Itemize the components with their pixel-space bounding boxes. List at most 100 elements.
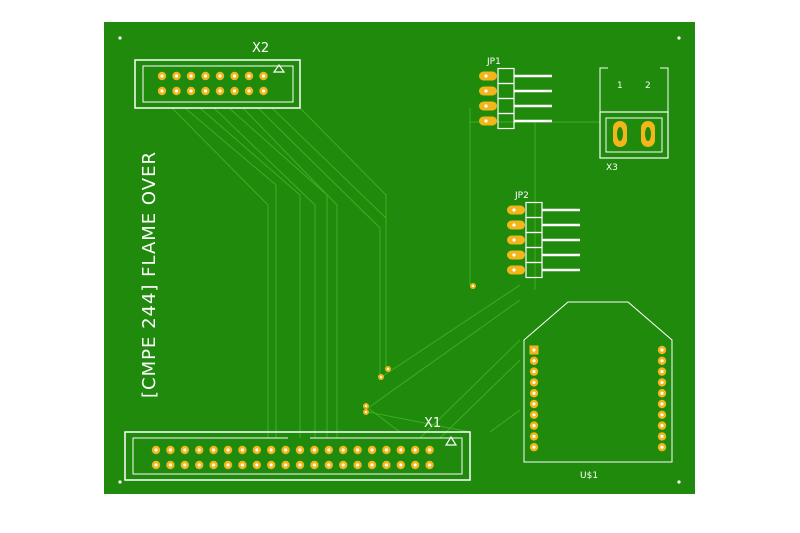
connector-x1-pad (382, 445, 391, 455)
header-jp2-pin (507, 261, 580, 279)
connector-x1-pad (252, 445, 261, 455)
header-jp2-pins (507, 201, 580, 279)
connector-x1-pad (295, 460, 305, 470)
connector-x1-pad (180, 445, 189, 455)
connector-x2-label: X2 (252, 41, 269, 56)
terminal-x3-label: X3 (606, 163, 618, 173)
connector-x1-pad (281, 445, 290, 455)
connector-x2-pad (215, 86, 225, 96)
connector-x1-pad (310, 445, 319, 455)
connector-x2-pad (230, 86, 239, 96)
terminal-x3-pin1-label: 1 (617, 81, 623, 91)
connector-x1-pin1-marker (444, 435, 458, 446)
terminal-x3-drill-2 (645, 127, 651, 141)
connector-x2-pad (201, 71, 210, 81)
header-jp1-pin (479, 112, 552, 130)
mounting-hole-bottom-left (118, 480, 122, 484)
module-u1-pad-right (657, 421, 667, 430)
module-u1-pad-left (529, 432, 539, 441)
connector-x1-pad (295, 445, 305, 455)
terminal-x3-body (599, 111, 669, 159)
module-u1-pad-left (529, 399, 539, 409)
connector-x2-pad (259, 86, 268, 96)
connector-x2: X2 (134, 41, 301, 109)
mounting-hole-bottom-right (677, 480, 681, 484)
connector-x1-pad (353, 445, 362, 455)
copper-traces (171, 107, 600, 439)
connector-x1-pad (396, 445, 405, 455)
module-u1-pad-left (529, 367, 539, 376)
connector-x2-pad (157, 71, 167, 81)
connector-x2-pad (172, 71, 181, 81)
connector-x1-pad (195, 460, 204, 470)
connector-x1-pad (396, 460, 405, 470)
connector-x2-outline (134, 59, 301, 109)
connector-x2-pad (172, 86, 181, 96)
connector-x1-pad (425, 445, 434, 455)
connector-x1-pad (151, 460, 161, 470)
mounting-hole-top-left (118, 36, 122, 40)
connector-x1-pad (238, 445, 247, 455)
connector-x1-pad (425, 460, 434, 470)
header-jp2-pin (507, 246, 580, 264)
connector-x2-inner-outline (142, 65, 294, 103)
module-u1-pad-right (657, 356, 667, 365)
connector-x1-pad (324, 460, 333, 470)
connector-x2-pad (186, 71, 196, 81)
connector-x1: X1 (124, 416, 471, 481)
connector-x2-pad (244, 71, 254, 81)
header-jp2-label: JP2 (514, 191, 529, 201)
module-u1-pad-left (529, 421, 539, 430)
terminal-x3-outline (599, 67, 608, 112)
connector-x1-pad (281, 460, 290, 470)
module-u1: U$1 (523, 301, 673, 481)
connector-x1-pad (180, 460, 189, 470)
connector-x1-pad (411, 445, 420, 455)
connector-x2-pad (201, 86, 210, 96)
header-jp2: JP2 (507, 191, 580, 279)
module-u1-pad-right (657, 378, 667, 387)
connector-x1-pad (324, 445, 333, 455)
connector-x1-pad (267, 445, 276, 455)
connector-x1-pad (238, 460, 247, 470)
module-u1-outline (523, 301, 673, 463)
module-u1-pad-left (529, 389, 539, 398)
board-substrate (104, 22, 695, 494)
connector-x2-pad (186, 86, 196, 96)
connector-x1-pad (367, 445, 377, 455)
via (363, 409, 369, 415)
connector-x1-pins (151, 445, 434, 470)
terminal-x3-drill-1 (617, 127, 623, 141)
connector-x2-pad (230, 71, 239, 81)
module-u1-pad-right (657, 345, 667, 355)
connector-x1-pad (382, 460, 391, 470)
connector-x1-outline (124, 431, 471, 481)
connector-x1-inner-outline (132, 437, 463, 475)
connector-x1-pad (310, 460, 319, 470)
connector-x1-pad (223, 460, 233, 470)
module-u1-label: U$1 (580, 471, 598, 481)
module-u1-pad-left (529, 410, 539, 419)
connector-x1-pad (223, 445, 233, 455)
connector-x1-pad (209, 445, 218, 455)
module-u1-pad-left (529, 378, 539, 387)
terminal-x3-pin2-label: 2 (645, 81, 651, 91)
connector-x1-pad (209, 460, 218, 470)
header-jp1: JP1 (479, 57, 552, 130)
module-u1-pad-right (657, 443, 667, 452)
module-u1-pins (529, 345, 667, 452)
header-jp1-pin (479, 67, 552, 85)
via (385, 366, 391, 372)
connector-x2-pin1-marker (272, 63, 286, 73)
module-u1-pad-right (657, 367, 667, 376)
connector-x2-pad (157, 86, 167, 96)
connector-x1-pad (267, 460, 276, 470)
connector-x1-pad (339, 445, 348, 455)
connector-x2-pad (259, 71, 268, 81)
module-u1-pad-left (529, 356, 539, 365)
connector-x1-pad (151, 445, 161, 455)
connector-x1-pad (353, 460, 362, 470)
board-title: [CMPE 244] FLAME OVER (139, 151, 160, 398)
connector-x1-pad (411, 460, 420, 470)
